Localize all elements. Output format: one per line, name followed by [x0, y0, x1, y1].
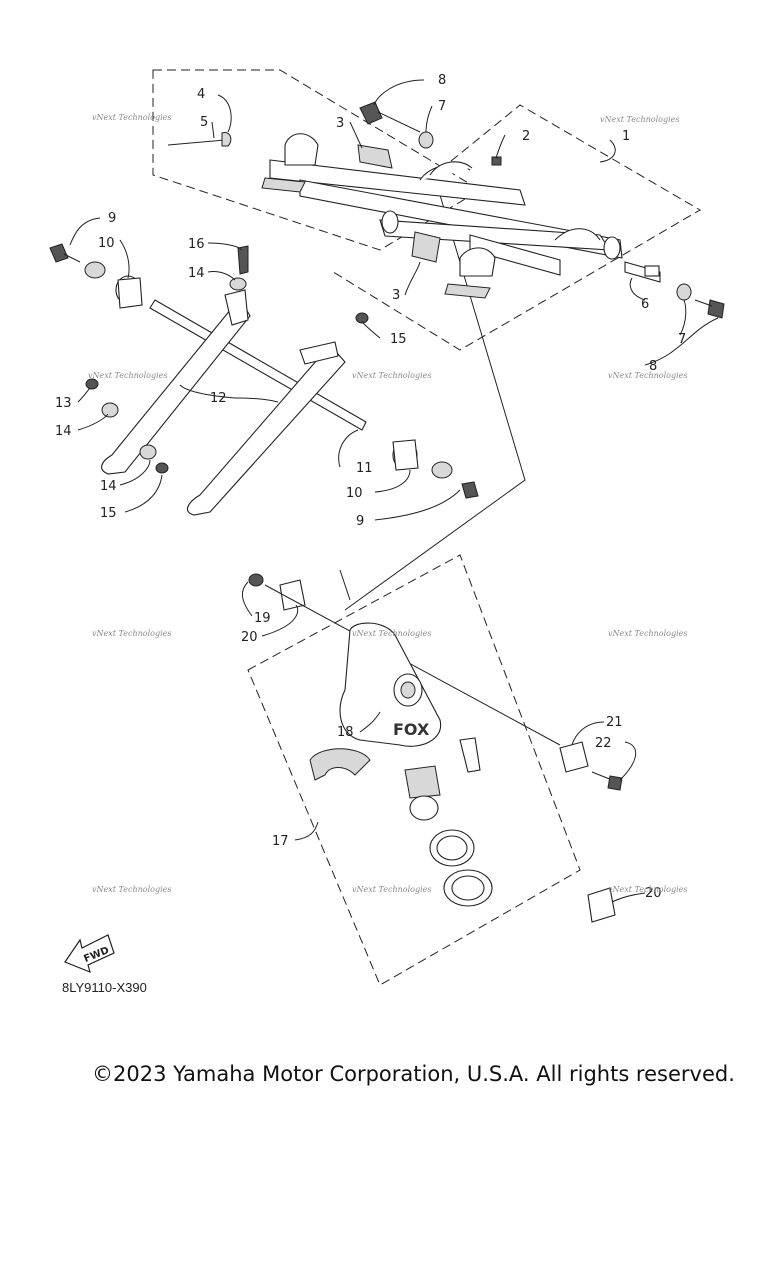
part-5-pin [167, 139, 226, 146]
part-9-bolt-left [49, 243, 69, 263]
part-20-spacer-bottom [587, 887, 616, 923]
part-2-nut [491, 156, 502, 166]
group-outline-arm-right [329, 104, 701, 351]
callout-5: 5 [200, 115, 208, 130]
callout-19: 19 [254, 611, 271, 626]
part-8-bolt-top-shank [377, 111, 421, 133]
callout-7-top: 7 [438, 99, 446, 114]
callout-17: 17 [272, 834, 289, 849]
callout-7-right: 7 [678, 332, 686, 347]
callout-10-right: 10 [346, 486, 363, 501]
group-outline-arm-left [152, 69, 481, 251]
part-8-bolt-top [359, 101, 383, 125]
leader-lines [69, 79, 719, 903]
part-14-washer-a [101, 402, 119, 418]
shock-assembly: FOX [248, 573, 561, 907]
part-9-bolt-left-shank [63, 253, 81, 263]
watermark-6: vNext Technologies [92, 629, 171, 638]
callout-21: 21 [606, 715, 623, 730]
watermark-5: vNext Technologies [608, 371, 687, 380]
part-15-nut-a [155, 462, 169, 474]
watermark-11: vNext Technologies [608, 885, 687, 894]
callout-6: 6 [641, 297, 649, 312]
callout-13: 13 [55, 396, 72, 411]
callout-18: 18 [337, 725, 354, 740]
leader-shock-bottom [339, 569, 351, 601]
callout-8-right: 8 [649, 359, 657, 374]
part-6-bushing [644, 265, 660, 277]
lower-rod-assembly [84, 261, 453, 516]
group-outline-shock [247, 554, 581, 986]
callout-8-top: 8 [438, 73, 446, 88]
callout-15-a: 15 [100, 506, 117, 521]
callout-20-bottom: 20 [645, 886, 662, 901]
part-22-bolt-shank [591, 771, 613, 781]
part-8-bolt-right-shank [694, 299, 713, 307]
callout-14-a: 14 [55, 424, 72, 439]
callout-16: 16 [188, 237, 205, 252]
callout-12: 12 [210, 391, 227, 406]
watermark-1: vNext Technologies [92, 113, 171, 122]
part-16-bolt [237, 245, 249, 275]
part-14-washer-b [139, 444, 157, 460]
callout-14-b: 14 [100, 479, 117, 494]
watermark-3: vNext Technologies [88, 371, 167, 380]
watermark-9: vNext Technologies [92, 885, 171, 894]
callout-11: 11 [356, 461, 373, 476]
callout-4: 4 [197, 87, 205, 102]
watermark-4: vNext Technologies [352, 371, 431, 380]
part-15-nut-b [355, 312, 369, 324]
watermark-8: vNext Technologies [608, 629, 687, 638]
callout-15-b: 15 [390, 332, 407, 347]
copyright-notice: ©2023 Yamaha Motor Corporation, U.S.A. A… [92, 1062, 735, 1086]
part-3-bracket-bottom [411, 231, 441, 263]
part-3-bracket-top [357, 144, 393, 169]
callout-20-top: 20 [241, 630, 258, 645]
part-21-spacer [559, 741, 589, 773]
callout-3-top: 3 [336, 116, 344, 131]
watermark-10: vNext Technologies [352, 885, 431, 894]
callout-22: 22 [595, 736, 612, 751]
part-13-nut [85, 378, 99, 390]
watermark-7: vNext Technologies [352, 629, 431, 638]
watermark-2: vNext Technologies [600, 115, 679, 124]
part-4-clip [221, 131, 232, 147]
callout-9-right: 9 [356, 514, 364, 529]
callout-1: 1 [622, 129, 630, 144]
callout-10-left: 10 [98, 236, 115, 251]
part-9-bolt-right [461, 481, 479, 499]
callout-2: 2 [522, 129, 530, 144]
callout-9-left: 9 [108, 211, 116, 226]
parts-diagram: FOX [49, 69, 725, 986]
callout-3-bottom: 3 [392, 288, 400, 303]
part-8-bolt-right [707, 299, 725, 319]
callout-14-c: 14 [188, 266, 205, 281]
part-7-washer-right [676, 283, 692, 301]
diagram-code: 8LY9110-X390 [62, 980, 147, 995]
part-14-washer-c [229, 277, 247, 291]
part-7-washer-top [418, 131, 434, 149]
svg-text:FOX: FOX [393, 720, 430, 739]
fwd-arrow-icon: FWD [64, 934, 115, 974]
a-arm-assembly [261, 133, 661, 299]
part-22-bolt-head [607, 775, 623, 791]
